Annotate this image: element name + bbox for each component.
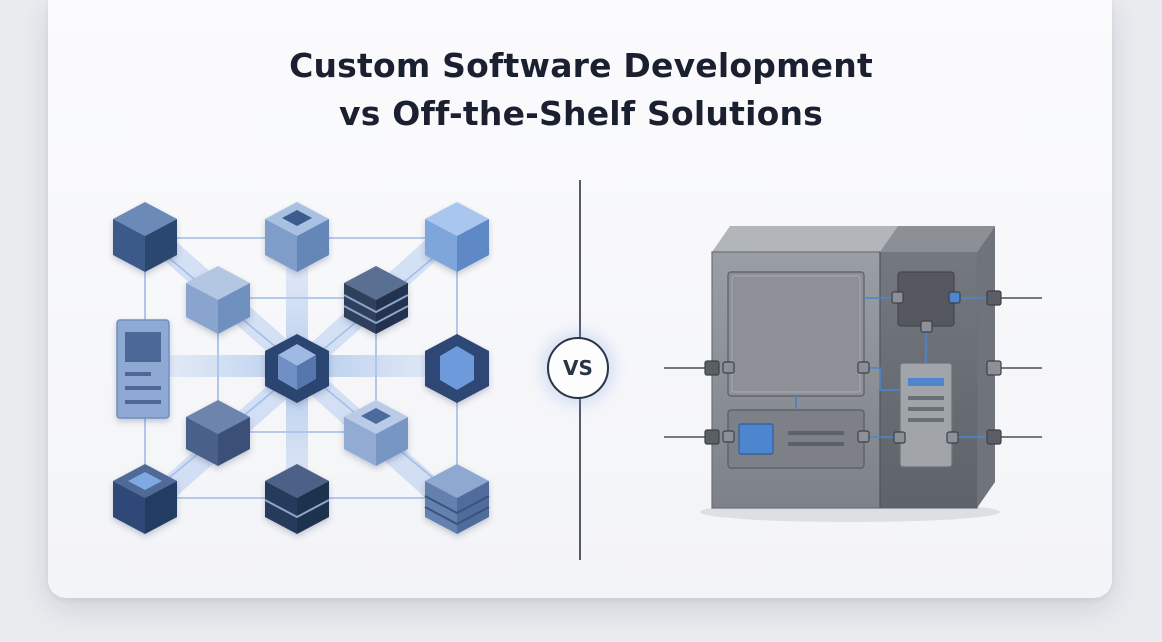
hexagon-node-icon: [265, 334, 329, 403]
cube-icon: [113, 464, 177, 534]
cube-icon: [265, 202, 329, 272]
cube-icon: [425, 202, 489, 272]
software-box-diagram: [664, 226, 1042, 522]
modular-network-diagram: [113, 202, 490, 534]
vs-badge: VS: [547, 337, 609, 399]
cube-icon: [186, 400, 250, 466]
title-line-2: vs Off-the-Shelf Solutions: [338, 94, 823, 133]
cube-icon: [186, 266, 250, 334]
panel-icon: [116, 319, 170, 419]
screen-panel: [727, 271, 865, 397]
cube-icon: [113, 202, 177, 272]
cube-icon: [344, 400, 408, 466]
external-wires: [664, 297, 1042, 438]
page-title: Custom Software Development vs Off-the-S…: [0, 42, 1162, 138]
server-stack-icon: [264, 464, 330, 534]
server-stack-icon: [424, 464, 490, 534]
server-stack-icon: [343, 266, 409, 334]
hexagon-node-icon: [425, 334, 489, 403]
vs-label: VS: [563, 356, 593, 380]
title-line-1: Custom Software Development: [289, 46, 873, 85]
connector-nodes: [704, 290, 1002, 445]
top-module: [897, 271, 955, 327]
